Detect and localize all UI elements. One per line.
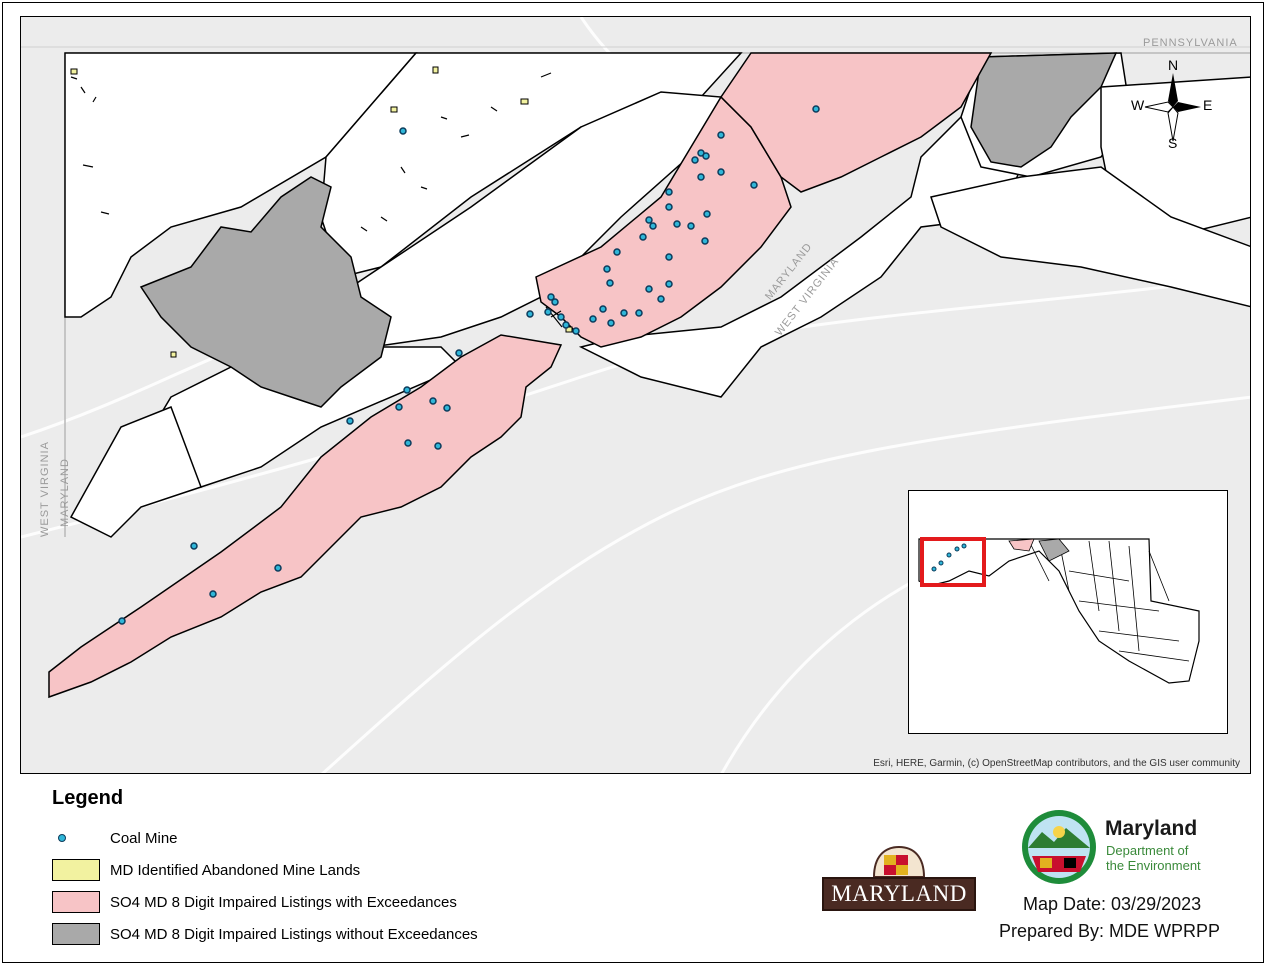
mde-sub-line-2: the Environment	[1106, 858, 1201, 873]
locator-inset-map	[908, 490, 1228, 734]
mde-sub-line-1: Department of	[1106, 843, 1189, 858]
mde-name: Maryland	[1105, 817, 1198, 840]
legend-label: Coal Mine	[110, 829, 178, 847]
state-label-maryland-west: MARYLAND	[59, 458, 71, 527]
mde-logo-icon	[1022, 810, 1096, 884]
compass-e: E	[1203, 97, 1213, 113]
maryland-logo: MARYLAND	[822, 843, 976, 913]
maryland-flag-seal-icon	[872, 845, 926, 878]
legend-label: SO4 MD 8 Digit Impaired Listings with Ex…	[110, 893, 457, 911]
legend-item-coal-mine: Coal Mine	[52, 822, 478, 854]
legend: Legend Coal Mine MD Identified Abandoned…	[52, 787, 478, 950]
with-exceedances-swatch	[52, 891, 100, 913]
legend-item-without-exceedances: SO4 MD 8 Digit Impaired Listings without…	[52, 918, 478, 950]
legend-title: Legend	[52, 787, 124, 809]
legend-label: MD Identified Abandoned Mine Lands	[110, 861, 361, 879]
north-arrow: N S W E	[1131, 57, 1213, 153]
compass-s: S	[1168, 135, 1178, 151]
without-exceedances-swatch	[52, 923, 100, 945]
mde-subtitle: Department of the Environment	[1106, 843, 1201, 873]
state-label-pennsylvania: PENNSYLVANIA	[1143, 37, 1238, 49]
compass-icon	[1144, 73, 1201, 142]
maryland-plaque: MARYLAND	[822, 877, 976, 911]
basemap	[21, 17, 1250, 773]
legend-label: SO4 MD 8 Digit Impaired Listings without…	[110, 925, 478, 943]
prepared-by: Prepared By: MDE WPRPP	[999, 921, 1221, 941]
compass-w: W	[1131, 97, 1145, 113]
compass-n: N	[1168, 57, 1179, 73]
maryland-plaque-text: MARYLAND	[831, 881, 967, 906]
legend-item-with-exceedances: SO4 MD 8 Digit Impaired Listings with Ex…	[52, 886, 478, 918]
coal-mine-point-icon	[58, 834, 66, 842]
abandoned-mine-swatch	[52, 859, 100, 881]
map-attribution: Esri, HERE, Garmin, (c) OpenStreetMap co…	[873, 758, 1240, 769]
map-date: Map Date: 03/29/2023	[1023, 894, 1202, 914]
map-view[interactable]: PENNSYLVANIA MARYLAND WEST VIRGINIA WEST…	[20, 16, 1251, 774]
state-label-west-virginia-west: WEST VIRGINIA	[39, 441, 51, 537]
legend-item-abandoned-mine-lands: MD Identified Abandoned Mine Lands	[52, 854, 478, 886]
